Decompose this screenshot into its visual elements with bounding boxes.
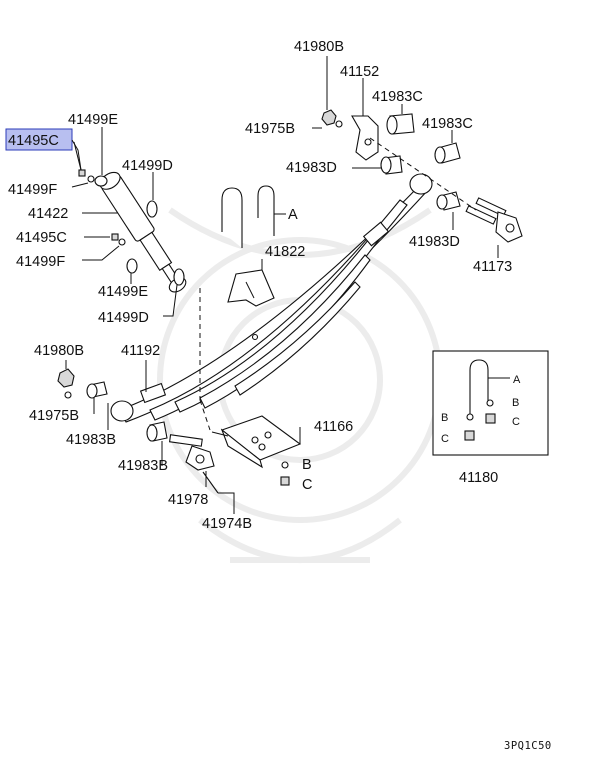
washer-41499e[interactable]: [94, 175, 108, 187]
nut-41980b-top[interactable]: [321, 109, 337, 126]
label-41983c-a: 41983C: [372, 89, 423, 105]
label-41980b-top: 41980B: [294, 39, 344, 55]
label-41499f-top: 41499F: [8, 182, 57, 198]
inset-u-bolt[interactable]: [469, 359, 489, 414]
inset-washer-right[interactable]: [486, 399, 494, 407]
u-bolt[interactable]: [221, 185, 275, 248]
washer-41499d-bot[interactable]: [173, 268, 185, 286]
label-41180: 41180: [459, 470, 498, 486]
label-41499d-bot: 41499D: [98, 310, 149, 326]
label-inset-b-right: B: [512, 397, 519, 409]
inset-nut-left[interactable]: [464, 430, 475, 441]
label-clip-a: A: [288, 207, 298, 223]
label-41499d-top: 41499D: [122, 158, 173, 174]
nut-41495c-top[interactable]: [78, 169, 86, 177]
label-41166: 41166: [314, 419, 353, 435]
label-41495c-mid: 41495C: [16, 230, 67, 246]
label-41975b-left: 41975B: [29, 408, 79, 424]
washer-b-plate[interactable]: [281, 461, 289, 469]
label-plate-c: C: [302, 477, 312, 493]
nut-41495c-mid[interactable]: [111, 233, 119, 241]
diagram-code: 3PQ1C50: [504, 740, 552, 752]
label-41983d-a: 41983D: [286, 160, 337, 176]
label-41983b-b: 41983B: [118, 458, 168, 474]
nut-41980b-left[interactable]: [57, 368, 75, 388]
label-inset-b-left: B: [441, 412, 448, 424]
label-41983c-b: 41983C: [422, 116, 473, 132]
inset-washer-left[interactable]: [466, 413, 474, 421]
washer-41499f-mid[interactable]: [118, 238, 126, 246]
leader-41495c: [71, 139, 82, 171]
bump-stopper-41822[interactable]: [227, 269, 275, 307]
label-41152: 41152: [340, 64, 379, 80]
label-plate-b: B: [302, 457, 312, 473]
label-41499e-bot: 41499E: [98, 284, 148, 300]
label-41980b-left: 41980B: [34, 343, 84, 359]
label-inset-c-left: C: [441, 433, 449, 445]
washer-41499e-bot[interactable]: [126, 258, 138, 274]
label-41822: 41822: [265, 244, 305, 260]
label-41192: 41192: [121, 343, 160, 359]
spring-pin-41978[interactable]: [168, 434, 219, 494]
bushing-41983d-a[interactable]: [380, 155, 403, 175]
shackle-plate-41173[interactable]: [465, 197, 523, 243]
label-41983d-b: 41983D: [409, 234, 460, 250]
label-41975b-top: 41975B: [245, 121, 295, 137]
bushing-41983d-b[interactable]: [436, 191, 461, 211]
washer-41499f-top[interactable]: [87, 175, 95, 183]
seat-plate-41166[interactable]: [211, 415, 302, 469]
svg-text:41495C: 41495C: [8, 133, 59, 149]
leaf-spring[interactable]: [110, 173, 433, 423]
washer-41499d-top[interactable]: [146, 200, 158, 218]
label-41974b: 41974B: [202, 516, 252, 532]
part-labels: 41980B 41152 41983C 41983C 41975B 41983D…: [5, 39, 552, 752]
label-41422: 41422: [28, 206, 68, 222]
shackle-41152[interactable]: [351, 115, 379, 161]
washer-41975b-left[interactable]: [64, 391, 72, 399]
bushing-41983c-right[interactable]: [434, 142, 461, 164]
label-41495c-selected[interactable]: 41495C: [5, 128, 73, 151]
bushing-41983b-lower[interactable]: [146, 421, 168, 442]
label-41173: 41173: [473, 259, 512, 275]
nut-c-plate[interactable]: [280, 476, 290, 486]
bushing-41983c-top[interactable]: [386, 113, 415, 135]
inset-nut-right[interactable]: [485, 413, 496, 424]
label-inset-a: A: [513, 374, 521, 386]
label-41499e-top: 41499E: [68, 112, 118, 128]
bushing-41983b-left[interactable]: [86, 381, 108, 399]
label-41983b-a: 41983B: [66, 432, 116, 448]
label-inset-c-right: C: [512, 416, 520, 428]
washer-41975b-top[interactable]: [335, 120, 343, 128]
label-41499f-mid: 41499F: [16, 254, 65, 270]
label-41978: 41978: [168, 492, 208, 508]
